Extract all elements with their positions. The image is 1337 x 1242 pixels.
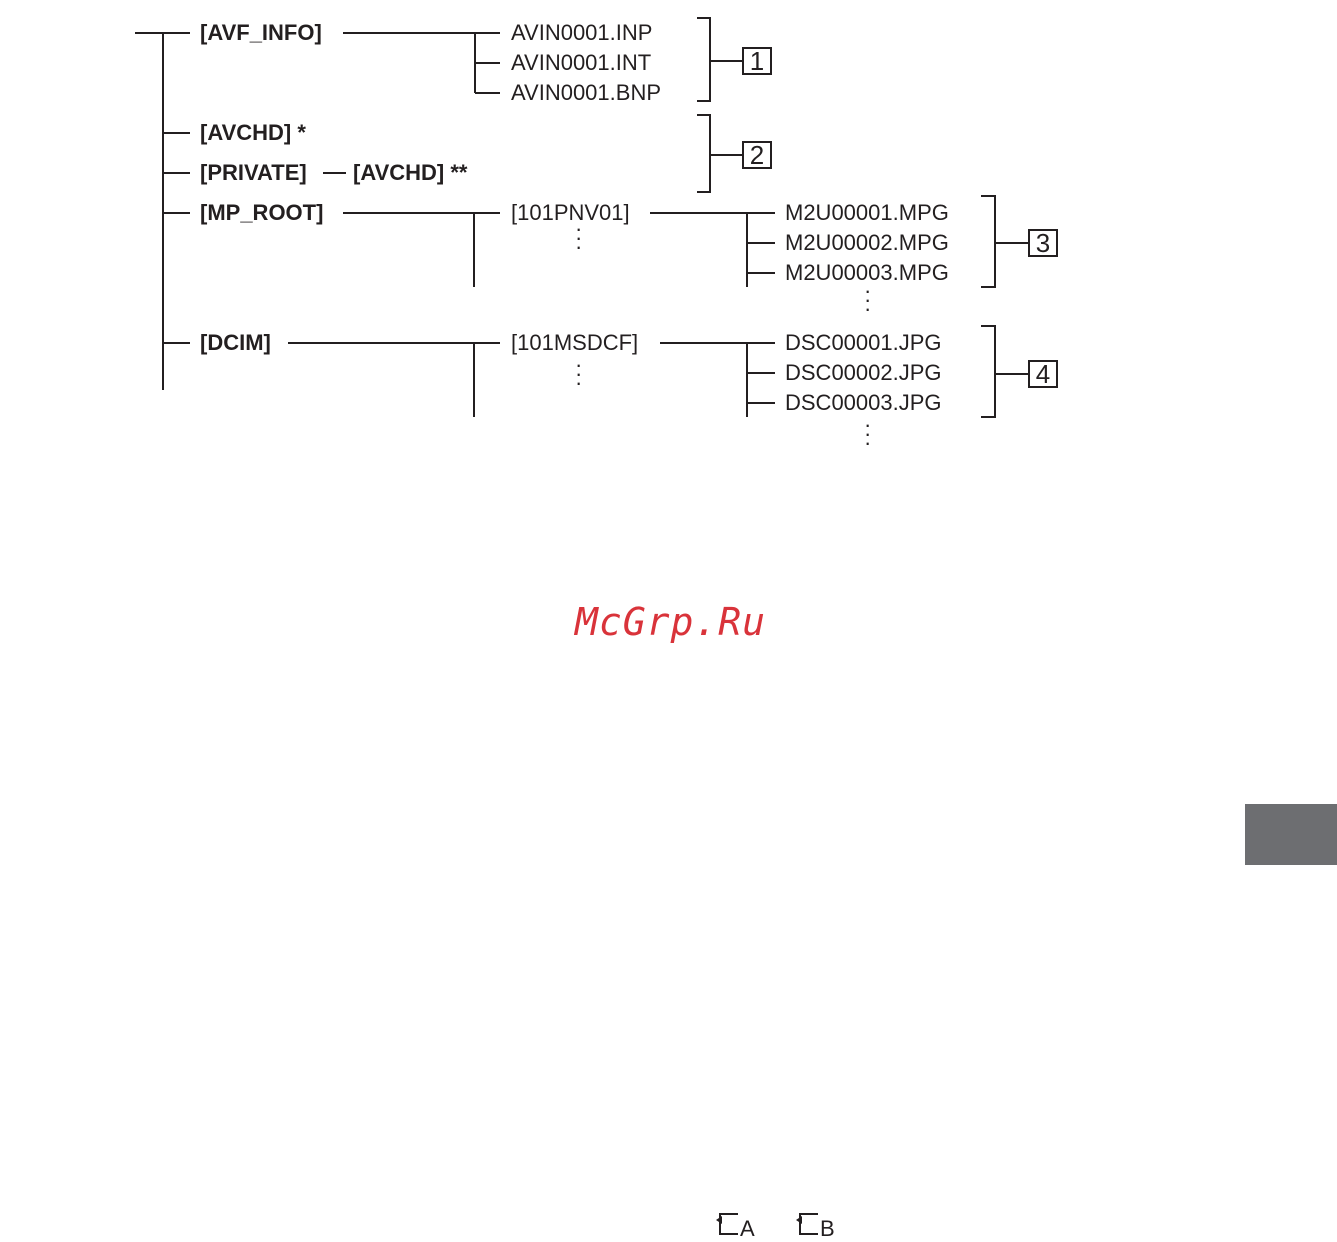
continuation-dots: ··· — [575, 224, 581, 251]
folder-private-avchd-label: [AVCHD] — [353, 160, 444, 185]
folder-101pnv01: [101PNV01] — [511, 200, 630, 226]
file-mpg-1: M2U00001.MPG — [785, 200, 949, 226]
group-label-3: 3 — [1028, 229, 1058, 257]
watermark: McGrp.Ru — [575, 600, 766, 644]
continuation-dots: ··· — [864, 286, 870, 313]
file-jpg-1: DSC00001.JPG — [785, 330, 942, 356]
folder-avchd-note-mark: * — [297, 120, 306, 145]
card-slot-glyph-icon — [794, 1210, 820, 1238]
file-avf-3: AVIN0001.BNP — [511, 80, 661, 106]
folder-mp-root: [MP_ROOT] — [200, 200, 323, 226]
folder-avchd: [AVCHD] * — [200, 120, 306, 146]
section-tab-marker — [1245, 804, 1337, 865]
folder-private-avchd: [AVCHD] ** — [353, 160, 468, 186]
folder-private: [PRIVATE] — [200, 160, 307, 186]
continuation-dots: ··· — [575, 360, 581, 387]
tree-connectors — [0, 0, 1337, 460]
folder-avchd-label: [AVCHD] — [200, 120, 291, 145]
file-jpg-2: DSC00002.JPG — [785, 360, 942, 386]
file-avf-1: AVIN0001.INP — [511, 20, 652, 46]
group-label-4: 4 — [1028, 360, 1058, 388]
continuation-dots: ··· — [864, 420, 870, 447]
file-avf-2: AVIN0001.INT — [511, 50, 651, 76]
card-slot-glyph-icon — [714, 1210, 740, 1238]
card-slot-letter: B — [820, 1216, 835, 1242]
folder-dcim: [DCIM] — [200, 330, 271, 356]
group-label-1: 1 — [742, 47, 772, 75]
folder-private-avchd-note-mark: ** — [450, 160, 467, 185]
file-mpg-2: M2U00002.MPG — [785, 230, 949, 256]
card-slot-letter: A — [740, 1216, 755, 1242]
folder-avf-info: [AVF_INFO] — [200, 20, 322, 46]
group-label-2: 2 — [742, 141, 772, 169]
